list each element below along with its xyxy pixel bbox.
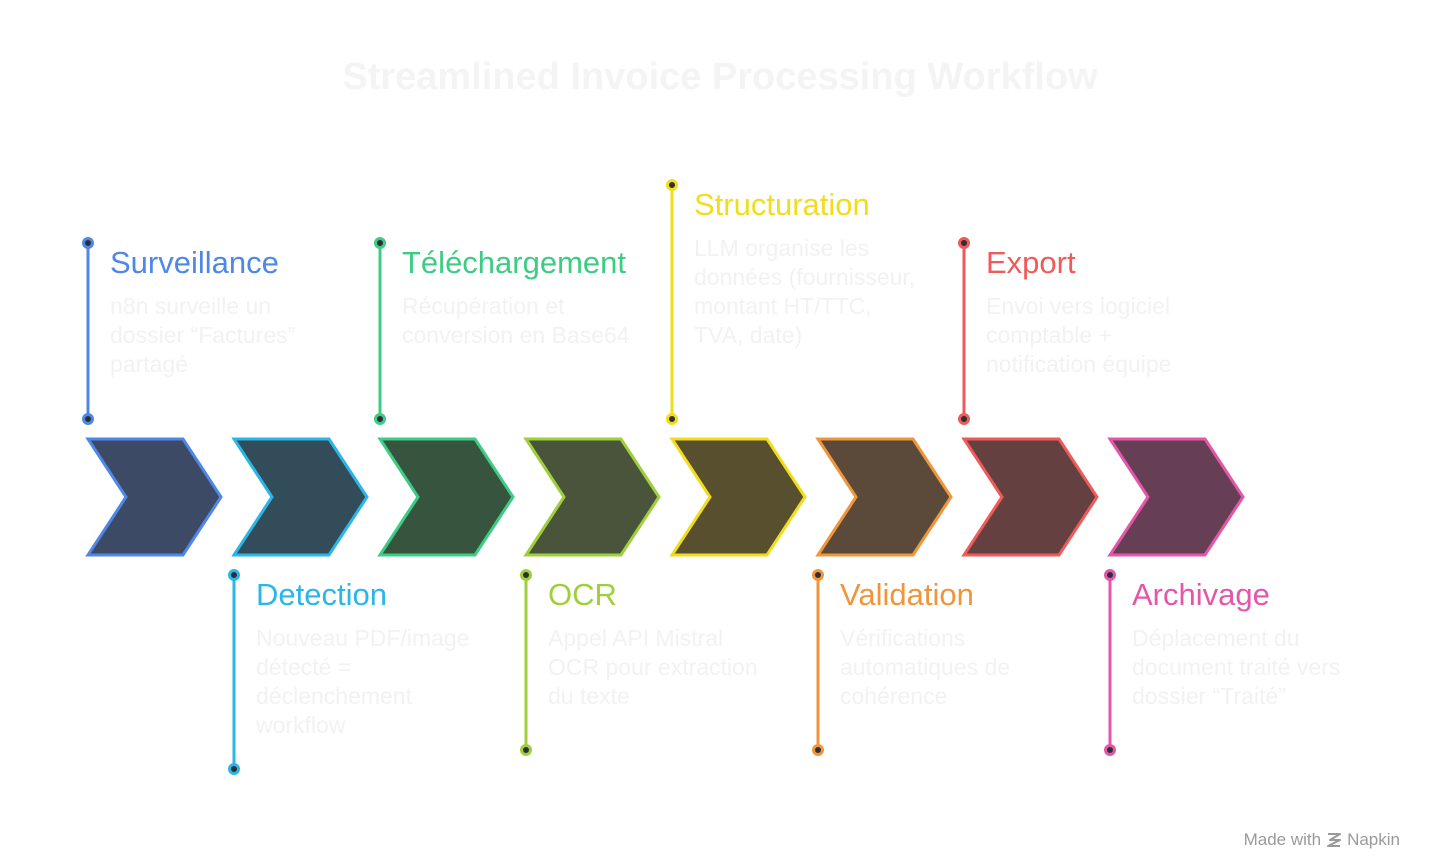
- connector-dot-structuration-end: [666, 413, 678, 425]
- step-title-surveillance: Surveillance: [110, 245, 279, 280]
- step-title-structuration: Structuration: [694, 187, 870, 222]
- connector-dot-structuration-start: [666, 179, 678, 191]
- footer-brand: Napkin: [1347, 830, 1400, 849]
- connector-dot-export-start: [958, 237, 970, 249]
- step-title-ocr: OCR: [548, 577, 617, 612]
- step-description-surveillance: n8n surveille un dossier “Factures” part…: [110, 293, 296, 377]
- chevron-validation: [815, 437, 953, 557]
- connector-dot-validation-end: [812, 744, 824, 756]
- connector-dot-archivage-start: [1104, 569, 1116, 581]
- step-description-detection: Nouveau PDF/image détecté = déclenchemen…: [256, 625, 470, 738]
- step-description-archivage: Déplacement du document traité vers doss…: [1132, 625, 1341, 709]
- connector-dot-telechargement-start: [374, 237, 386, 249]
- chevron-export: [961, 437, 1099, 557]
- connector-dot-telechargement-end: [374, 413, 386, 425]
- footer-prefix: Made with: [1243, 830, 1322, 849]
- connector-dot-surveillance-start: [82, 237, 94, 249]
- connector-dot-archivage-end: [1104, 744, 1116, 756]
- chevron-archivage: [1107, 437, 1245, 557]
- step-title-validation: Validation: [840, 577, 974, 612]
- connector-dot-ocr-start: [520, 569, 532, 581]
- step-title-telechargement: Téléchargement: [402, 245, 627, 280]
- napkin-logo-icon: [1327, 833, 1342, 847]
- chevron-detection: [231, 437, 369, 557]
- step-description-ocr: Appel API Mistral OCR pour extraction du…: [548, 625, 758, 709]
- step-description-structuration: LLM organise les données (fournisseur, m…: [694, 235, 916, 348]
- connector-dot-ocr-end: [520, 744, 532, 756]
- chevron-structuration: [669, 437, 807, 557]
- chevron-telechargement: [377, 437, 515, 557]
- step-description-export: Envoi vers logiciel comptable + notifica…: [986, 293, 1172, 377]
- step-description-telechargement: Récupération et conversion en Base64: [402, 293, 630, 348]
- made-with-napkin-badge[interactable]: Made with Napkin: [1244, 830, 1400, 850]
- diagram-title: Streamlined Invoice Processing Workflow: [342, 56, 1098, 98]
- connector-dot-export-end: [958, 413, 970, 425]
- connector-dot-validation-start: [812, 569, 824, 581]
- step-title-archivage: Archivage: [1132, 577, 1270, 612]
- step-description-validation: Vérifications automatiques de cohérence: [840, 625, 1011, 709]
- connector-dot-detection-end: [228, 763, 240, 775]
- connector-dot-surveillance-end: [82, 413, 94, 425]
- chevron-ocr: [523, 437, 661, 557]
- connector-dot-detection-start: [228, 569, 240, 581]
- step-title-detection: Detection: [256, 577, 387, 612]
- chevron-surveillance: [85, 437, 223, 557]
- step-title-export: Export: [986, 245, 1076, 280]
